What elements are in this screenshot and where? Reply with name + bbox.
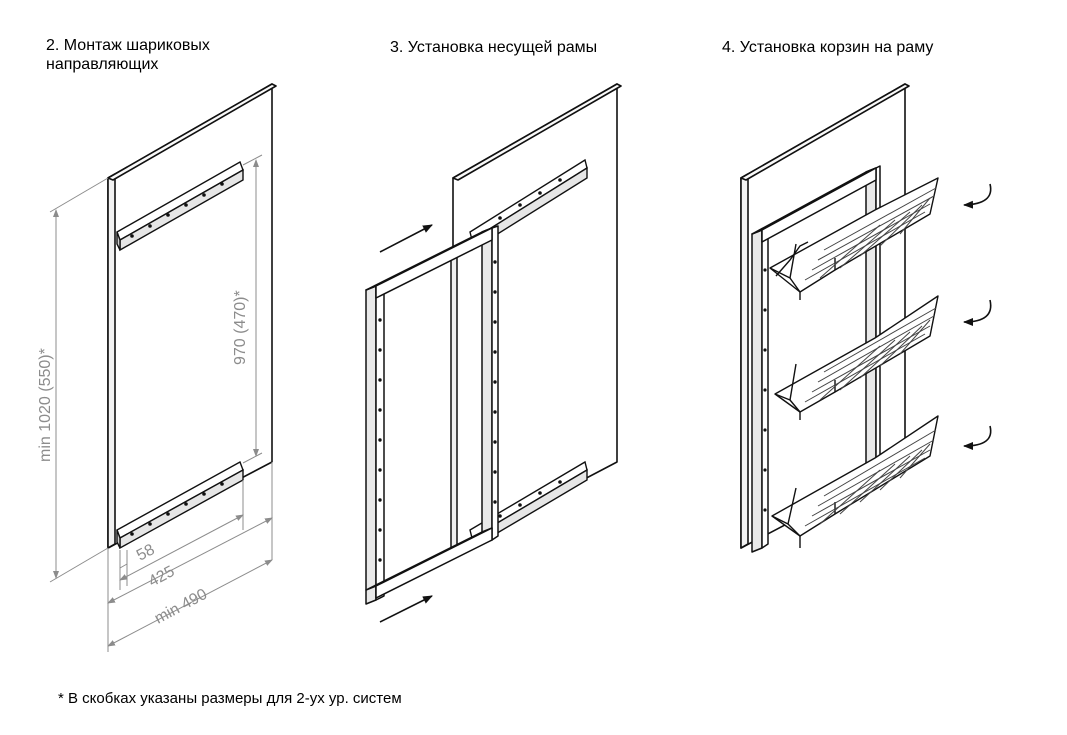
dim-height-total: min 1020 (550)* <box>37 348 54 462</box>
dim-width-min: min 490 <box>152 586 210 628</box>
step-4-frame <box>751 165 881 553</box>
dimension-lines <box>49 154 273 652</box>
dim-offset: 58 <box>134 541 158 564</box>
basket-middle <box>774 295 939 420</box>
basket-bottom <box>771 415 939 548</box>
rotate-arrow-icon <box>963 299 992 326</box>
basket-top <box>769 177 939 300</box>
step-3-title: 3. Установка несущей рамы <box>390 39 598 56</box>
top-slide-rail <box>116 160 244 252</box>
step-2-title: 2. Монтаж шариковых направляющих <box>46 36 210 74</box>
dim-rail-span: 425 <box>146 563 178 591</box>
step-2-panel <box>107 83 277 549</box>
step-2-title-line2: направляющих <box>46 56 159 73</box>
step-2-title-line1: 2. Монтаж шариковых <box>46 37 210 54</box>
push-arrow-icon <box>379 595 433 623</box>
step-3-panel <box>452 83 622 549</box>
footnote: * В скобках указаны размеры для 2-ух ур.… <box>58 690 402 707</box>
step-4-title: 4. Установка корзин на раму <box>722 39 934 56</box>
dim-height-rails: 970 (470)* <box>232 290 249 365</box>
carrying-frame <box>365 225 499 605</box>
rotate-arrow-icon <box>963 425 992 450</box>
rotate-arrow-icon <box>963 183 992 209</box>
push-arrow-icon <box>379 224 433 253</box>
